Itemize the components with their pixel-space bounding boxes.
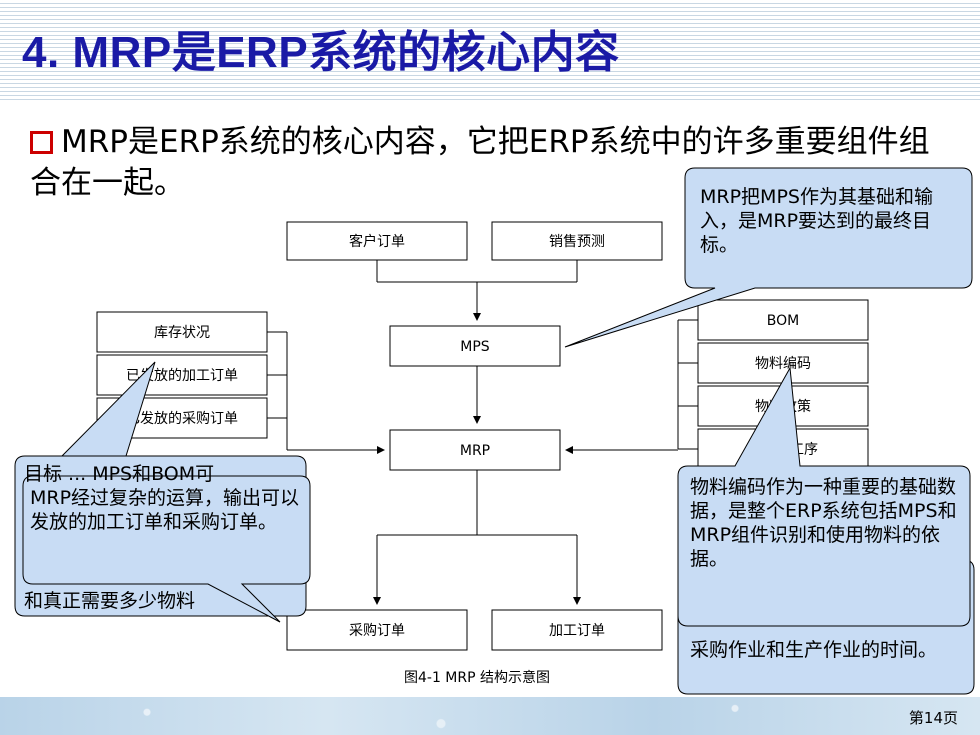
- page-title: 4. MRP是ERP系统的核心内容: [22, 28, 620, 77]
- mps-callout-shape: [564, 167, 973, 348]
- item-code-callout-shape: [677, 366, 971, 627]
- connector-orders-to-mps: [376, 260, 578, 321]
- right-input-stack: BOM 物料编码 物料政策 工艺加工序: [565, 299, 869, 470]
- node-purchase-order: 采购订单: [286, 609, 468, 651]
- node-mps-label: MPS: [460, 339, 490, 355]
- node-purchase-order-label: 采购订单: [349, 623, 405, 639]
- node-mrp: MRP: [389, 429, 561, 471]
- bullet-point: MRP是ERP系统的核心内容，它把ERP系统中的许多重要组件组合在一起。: [30, 122, 940, 204]
- footer-band: [0, 697, 980, 735]
- node-customer-order-label: 客户订单: [349, 233, 405, 250]
- left-input-stack: 库存状况 已发放的加工订单 已发放的采购订单: [96, 311, 385, 454]
- mrp-output-callout-shape: [22, 475, 311, 623]
- node-mfg-order-label: 加工订单: [549, 623, 605, 639]
- mrp-output-callout-pointer: [60, 361, 156, 457]
- bullet-text: MRP是ERP系统的核心内容，它把ERP系统中的许多重要组件组合在一起。: [30, 124, 930, 201]
- node-customer-order: 客户订单: [286, 221, 468, 261]
- connector-mrp-to-outputs: [373, 470, 581, 605]
- diagram-caption: 图4-1 MRP 结构示意图: [404, 669, 550, 686]
- node-bom-label: BOM: [767, 313, 799, 329]
- node-mrp-label: MRP: [460, 443, 490, 459]
- square-bullet-icon: [30, 131, 53, 154]
- node-sales-forecast: 销售预测: [491, 221, 663, 261]
- node-sales-forecast-label: 销售预测: [549, 234, 605, 250]
- page-number: 第14页: [908, 709, 958, 727]
- node-inventory-status-label: 库存状况: [154, 325, 210, 341]
- header-band: [0, 0, 980, 100]
- node-released-mfg-orders-label: 已发放的加工订单: [126, 368, 238, 384]
- node-released-purchase-orders-label: 已发放的采购订单: [126, 411, 238, 427]
- node-mfg-order: 加工订单: [491, 609, 663, 651]
- node-item-code-label: 物料编码: [755, 356, 811, 372]
- node-mps: MPS: [389, 325, 561, 367]
